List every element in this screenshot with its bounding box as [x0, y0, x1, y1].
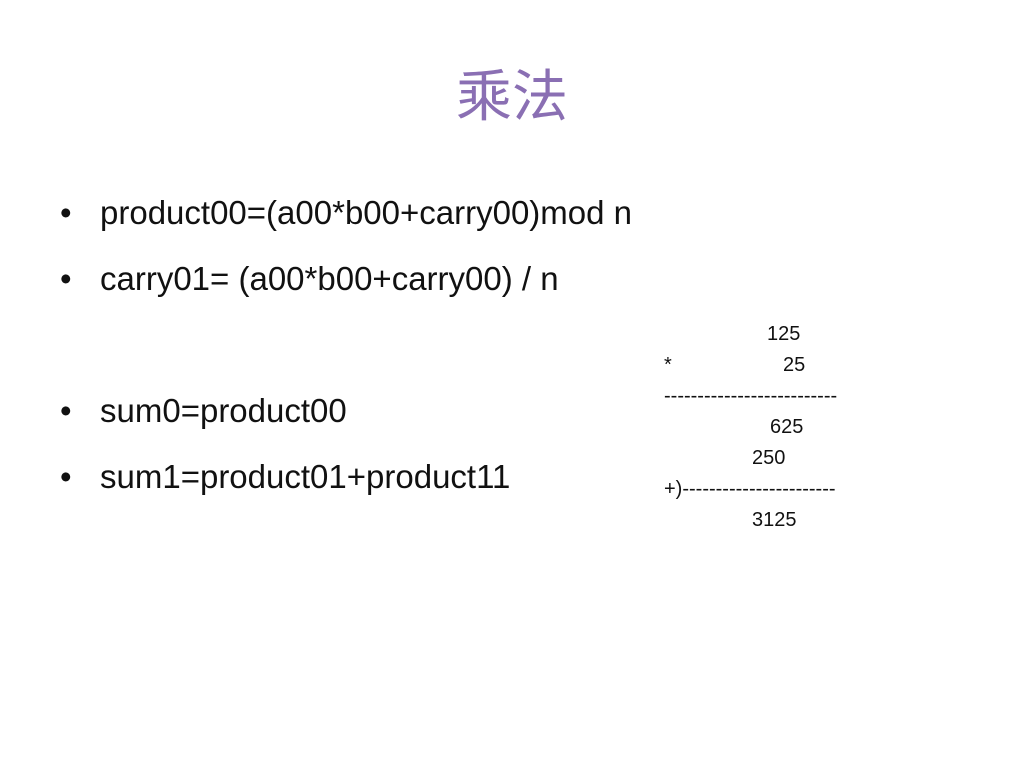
- bullet-item: • product00=(a00*b00+carry00)mod n: [60, 185, 632, 241]
- bullet-item: • carry01= (a00*b00+carry00) / n: [60, 251, 559, 307]
- multiplier: 25: [783, 354, 806, 376]
- sum-separator-line: +)-----------------------: [664, 478, 836, 500]
- operator-symbol: *: [664, 354, 672, 376]
- separator-line: --------------------------: [664, 385, 838, 407]
- bullet-marker: •: [60, 194, 72, 231]
- bullet-marker: •: [60, 458, 72, 495]
- bullet-text: sum0=product00: [100, 392, 347, 429]
- bullet-text: carry01= (a00*b00+carry00) / n: [100, 260, 559, 297]
- bullet-marker: •: [60, 260, 72, 297]
- bullet-text: product00=(a00*b00+carry00)mod n: [100, 194, 633, 231]
- bullet-text: sum1=product01+product11: [100, 458, 511, 495]
- bullet-item: • sum1=product01+product11: [60, 449, 510, 505]
- result: 3125: [752, 509, 797, 531]
- bullet-marker: •: [60, 392, 72, 429]
- bullet-item: • sum0=product00: [60, 383, 347, 439]
- partial-product: 625: [770, 416, 804, 438]
- multiplicand: 125: [767, 323, 801, 345]
- slide-title: 乘法: [456, 65, 568, 130]
- partial-product: 250: [752, 447, 786, 469]
